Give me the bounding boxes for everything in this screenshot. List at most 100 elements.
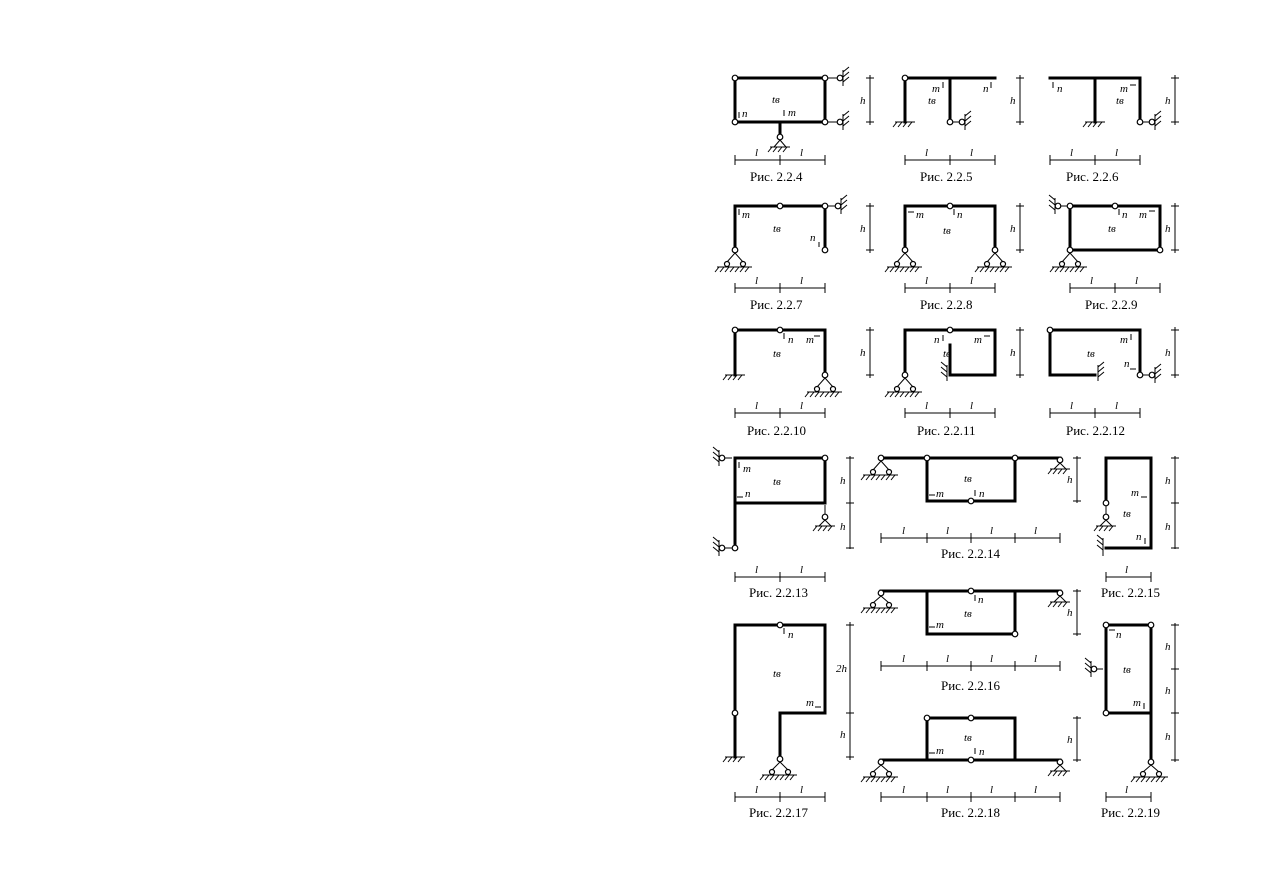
point-m-label: m (742, 209, 750, 221)
height-label: h (860, 347, 866, 359)
point-n-label: n (810, 232, 816, 244)
figure-caption: Рис. 2.2.4 (750, 169, 803, 184)
figure-caption: Рис. 2.2.15 (1101, 585, 1160, 600)
height-label: h (1165, 475, 1171, 487)
point-n-label: n (788, 334, 794, 346)
figure-2-2-16: n tв m h l l l l Рис. 2.2.16 (860, 587, 1081, 693)
point-n-label: n (788, 629, 794, 641)
span-label: l (925, 147, 928, 159)
span-label: l (800, 147, 803, 159)
figure-caption: Рис. 2.2.17 (749, 805, 808, 820)
figure-2-2-4: tв n m h l l Рис. 2.2.4 (731, 66, 874, 184)
figure-caption: Рис. 2.2.11 (917, 423, 975, 438)
span-label: l (1125, 564, 1128, 576)
point-m-label: m (1139, 209, 1147, 221)
point-m-label: m (1120, 83, 1128, 95)
span-label: l (990, 784, 993, 796)
figure-2-2-5: m tв n h l l Рис. 2.2.5 (892, 74, 1024, 184)
span-label: l (946, 784, 949, 796)
point-m-label: m (788, 107, 796, 119)
point-n-label: n (1124, 358, 1130, 370)
figure-caption: Рис. 2.2.12 (1066, 423, 1125, 438)
figure-2-2-17: n tв m 2h h l l Рис. 2.2.17 (722, 621, 854, 820)
point-n-label: n (742, 108, 748, 120)
figure-caption: Рис. 2.2.18 (941, 805, 1000, 820)
temperature-label: tв (773, 223, 781, 235)
figure-2-2-14: tв m n h l l l l Рис. 2.2.14 (860, 454, 1081, 561)
span-label: l (1115, 400, 1118, 412)
temperature-label: tв (943, 225, 951, 237)
span-label: l (755, 275, 758, 287)
figure-2-2-9: n m tв h l l Рис. 2.2.9 (1048, 194, 1179, 312)
point-m-label: m (806, 334, 814, 346)
temperature-label: tв (964, 732, 972, 744)
span-label: l (1034, 653, 1037, 665)
span-label: l (970, 400, 973, 412)
span-label: l (1070, 147, 1073, 159)
point-n-label: n (957, 209, 963, 221)
figure-caption: Рис. 2.2.19 (1101, 805, 1160, 820)
temperature-label: tв (943, 348, 951, 360)
span-label: l (902, 525, 905, 537)
figure-caption: Рис. 2.2.10 (747, 423, 806, 438)
height-label: h (1067, 734, 1073, 746)
temperature-label: tв (1116, 95, 1124, 107)
figure-caption: Рис. 2.2.16 (941, 678, 1000, 693)
span-label: l (990, 653, 993, 665)
temperature-label: tв (773, 476, 781, 488)
temperature-label: tв (928, 95, 936, 107)
span-label: l (946, 653, 949, 665)
point-m-label: m (936, 488, 944, 500)
span-label: l (755, 784, 758, 796)
span-label: l (1034, 525, 1037, 537)
figure-caption: Рис. 2.2.7 (750, 297, 803, 312)
height-label: h (1165, 731, 1171, 743)
temperature-label: tв (1123, 664, 1131, 676)
height-label: h (1165, 685, 1171, 697)
figure-2-2-10: n m tв h l l Рис. 2.2.10 (722, 326, 874, 438)
point-n-label: n (1116, 629, 1122, 641)
temperature-label: tв (1123, 508, 1131, 520)
span-label: l (755, 564, 758, 576)
point-n-label: n (934, 334, 940, 346)
height-label: h (1067, 607, 1073, 619)
figure-caption: Рис. 2.2.14 (941, 546, 1000, 561)
point-m-label: m (1131, 487, 1139, 499)
figure-caption: Рис. 2.2.6 (1066, 169, 1119, 184)
point-m-label: m (932, 83, 940, 95)
point-n-label: n (983, 83, 989, 95)
span-label: l (800, 784, 803, 796)
span-label: l (1115, 147, 1118, 159)
height-label: h (840, 475, 846, 487)
point-m-label: m (974, 334, 982, 346)
figure-2-2-8: m n tв h l l Рис. 2.2.8 (884, 202, 1024, 312)
span-label: l (990, 525, 993, 537)
point-n-label: n (745, 488, 751, 500)
figure-2-2-13: m tв n h h l l Рис. 2.2.13 (712, 446, 854, 600)
span-label: l (902, 784, 905, 796)
height-label: h (1010, 347, 1016, 359)
span-label: l (925, 400, 928, 412)
span-label: l (946, 525, 949, 537)
span-label: l (902, 653, 905, 665)
point-m-label: m (936, 619, 944, 631)
height-label: h (1165, 95, 1171, 107)
span-label: l (755, 147, 758, 159)
height-label: h (1165, 641, 1171, 653)
temperature-label: tв (964, 473, 972, 485)
figure-2-2-18: tв m n h l l l l Рис. 2.2.18 (860, 714, 1081, 820)
temperature-label: tв (773, 668, 781, 680)
double-height-label: 2h (836, 663, 848, 675)
point-m-label: m (806, 697, 814, 709)
figure-2-2-6: n m tв h l l Рис. 2.2.6 (1048, 75, 1179, 184)
figure-2-2-15: m tв n h h l Рис. 2.2.15 (1093, 456, 1179, 600)
figure-2-2-7: m tв n h l l Рис. 2.2.7 (714, 194, 874, 312)
temperature-label: tв (964, 608, 972, 620)
height-label: h (1010, 95, 1016, 107)
figure-2-2-19: n tв m h h h l Рис. 2.2.19 (1084, 621, 1179, 820)
point-n-label: n (979, 746, 985, 758)
span-label: l (800, 400, 803, 412)
span-label: l (755, 400, 758, 412)
temperature-label: tв (772, 94, 780, 106)
span-label: l (925, 275, 928, 287)
